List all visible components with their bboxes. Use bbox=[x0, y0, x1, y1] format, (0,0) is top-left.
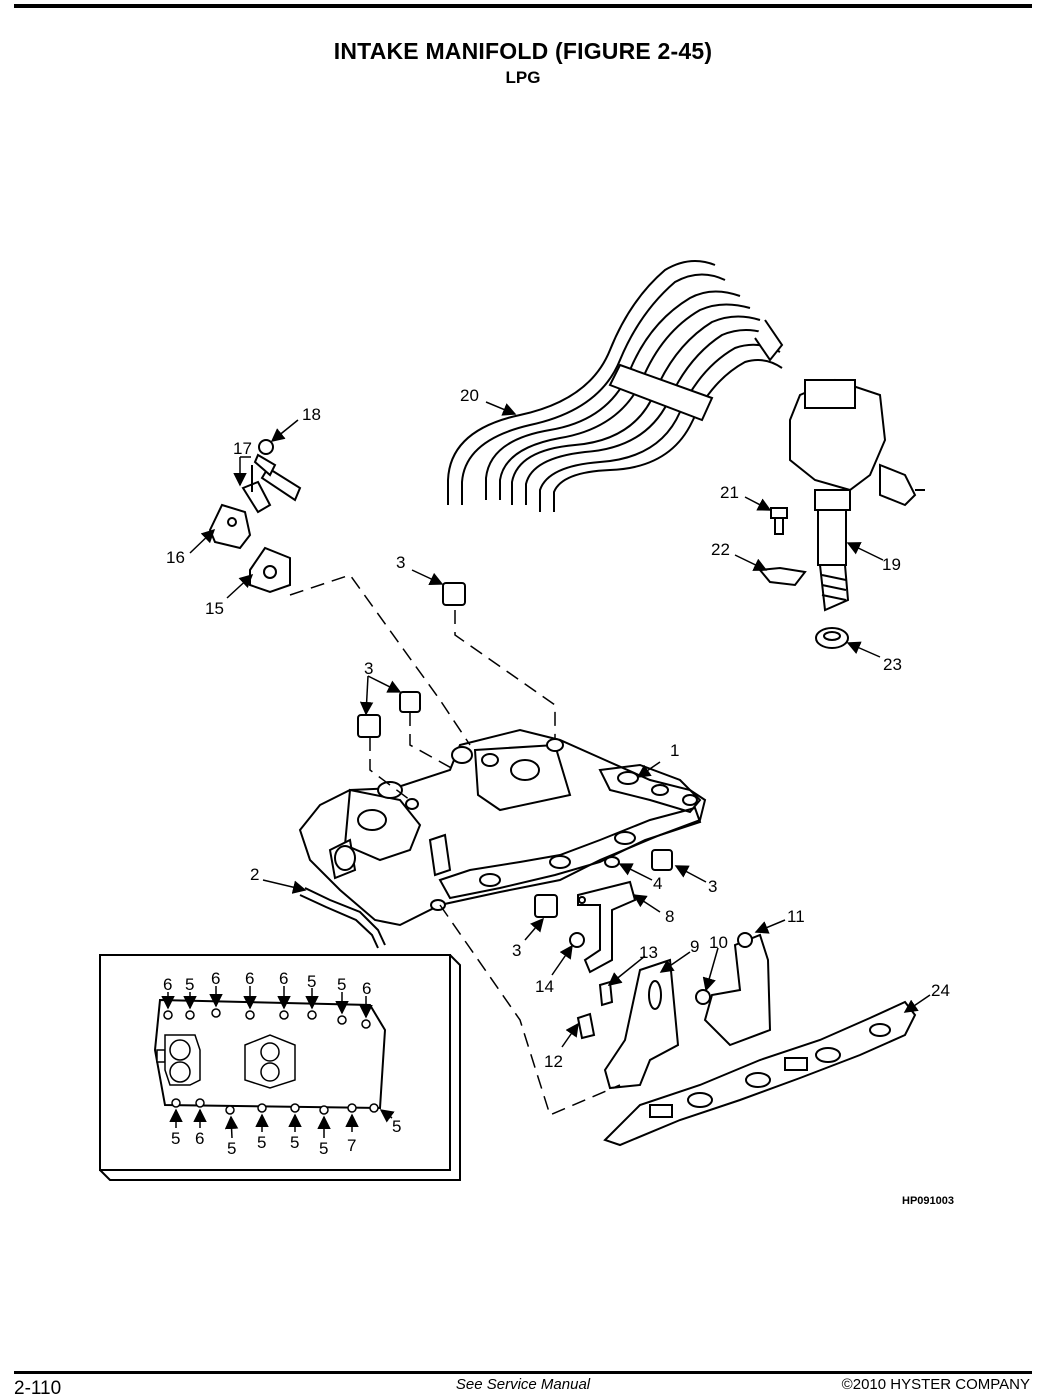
distributor bbox=[789, 378, 925, 612]
adapter-parts bbox=[208, 439, 302, 594]
inset-top-1: 6 bbox=[163, 975, 172, 994]
callout-13: 13 bbox=[639, 943, 658, 962]
callout-24: 24 bbox=[931, 981, 950, 1000]
callout-3-left: 3 bbox=[364, 659, 373, 678]
inset-bottom-4: 5 bbox=[257, 1133, 266, 1152]
callout-8: 8 bbox=[665, 907, 674, 926]
hold-down-bolt-and-clamp bbox=[758, 507, 807, 587]
inset-callouts: 6 5 6 6 6 5 5 6 5 6 5 5 5 5 7 5 bbox=[161, 969, 401, 1158]
inset-bottom-8: 5 bbox=[392, 1117, 401, 1136]
callout-3-lower: 3 bbox=[512, 941, 521, 960]
plugs bbox=[357, 582, 673, 918]
manifold-gasket bbox=[603, 1000, 917, 1147]
callout-17: 17 bbox=[233, 439, 252, 458]
intake-manifold bbox=[298, 728, 707, 927]
callout-9: 9 bbox=[690, 937, 699, 956]
callout-11: 11 bbox=[787, 907, 805, 926]
callout-10: 10 bbox=[709, 933, 728, 952]
footer-note: See Service Manual bbox=[455, 1376, 591, 1393]
inset-top-8: 6 bbox=[362, 979, 371, 998]
inset-bottom-1: 5 bbox=[171, 1129, 180, 1148]
inset-bottom-2: 6 bbox=[195, 1129, 204, 1148]
bottom-rule bbox=[14, 1371, 1032, 1374]
callout-21: 21 bbox=[720, 483, 739, 502]
inset-top-2: 5 bbox=[185, 975, 194, 994]
brackets bbox=[569, 880, 772, 1090]
copyright: ©2010 HYSTER COMPANY bbox=[841, 1376, 1030, 1393]
inset-top-4: 6 bbox=[245, 969, 254, 988]
inset-top-3: 6 bbox=[211, 969, 220, 988]
routing-lines bbox=[289, 574, 621, 1117]
top-rule bbox=[14, 4, 1032, 8]
callout-22: 22 bbox=[711, 540, 730, 559]
tube bbox=[299, 887, 386, 949]
inset-top-6: 5 bbox=[307, 972, 316, 991]
callout-15: 15 bbox=[205, 599, 224, 618]
callout-18: 18 bbox=[302, 405, 321, 424]
callout-16: 16 bbox=[166, 548, 185, 567]
inset-bottom-5: 5 bbox=[290, 1133, 299, 1152]
callout-4: 4 bbox=[653, 874, 662, 893]
inset-top-5: 6 bbox=[279, 969, 288, 988]
callout-1: 1 bbox=[670, 741, 679, 760]
page-subtitle: LPG bbox=[505, 68, 541, 87]
callout-12: 12 bbox=[544, 1052, 563, 1071]
leader-lines bbox=[189, 401, 931, 1048]
inset-bottom-6: 5 bbox=[319, 1139, 328, 1158]
callout-3-right: 3 bbox=[708, 877, 717, 896]
inset-bottom-3: 5 bbox=[227, 1139, 236, 1158]
distributor-seal bbox=[815, 627, 849, 649]
inset-top-7: 5 bbox=[337, 975, 346, 994]
callout-19: 19 bbox=[882, 555, 901, 574]
inset-bottom-7: 7 bbox=[347, 1136, 356, 1155]
figure-id: HP091003 bbox=[902, 1195, 954, 1207]
inset-gasket-view bbox=[99, 954, 461, 1181]
callout-labels: 1 2 3 3 3 3 4 8 9 10 11 12 13 14 15 16 1… bbox=[166, 386, 950, 1071]
callout-20: 20 bbox=[460, 386, 479, 405]
page-number: 2-110 bbox=[14, 1378, 62, 1399]
callout-3-top: 3 bbox=[396, 553, 405, 572]
callout-2: 2 bbox=[250, 865, 259, 884]
callout-14: 14 bbox=[535, 977, 554, 996]
callout-23: 23 bbox=[883, 655, 902, 674]
page-title: INTAKE MANIFOLD (FIGURE 2-45) bbox=[333, 38, 713, 64]
spark-plug-wires bbox=[447, 260, 784, 512]
